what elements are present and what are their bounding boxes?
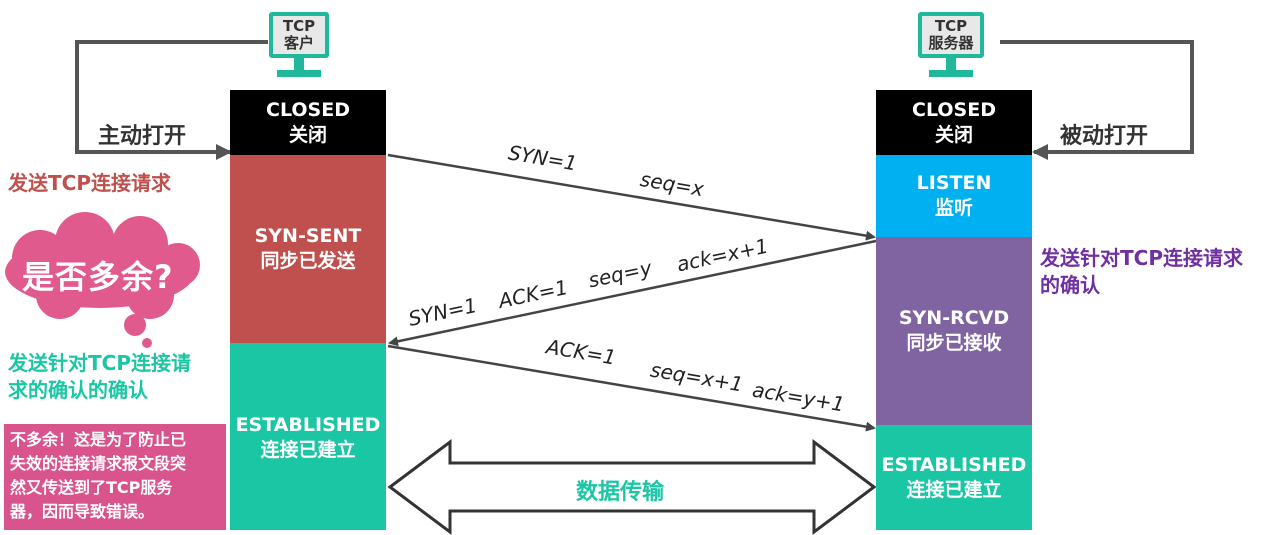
bubble-dot-large bbox=[124, 314, 146, 336]
server-state-listen: LISTEN 监听 bbox=[876, 155, 1032, 237]
question-text: 是否多余? bbox=[22, 258, 174, 296]
server-established-en: ESTABLISHED bbox=[881, 453, 1027, 476]
client-ack-note-line2: 求的确认的确认 bbox=[8, 378, 148, 402]
client-ack-note-line1: 发送针对TCP连接请 bbox=[8, 351, 191, 375]
client-open-label: 主动打开 bbox=[98, 124, 187, 149]
server-established-zh: 连接已建立 bbox=[906, 478, 1002, 501]
client-established-zh: 连接已建立 bbox=[260, 438, 356, 461]
server-device-line2: 服务器 bbox=[928, 34, 974, 52]
synack-arrow bbox=[388, 239, 877, 347]
server-listen-zh: 监听 bbox=[934, 197, 973, 219]
server-listen-en: LISTEN bbox=[916, 172, 992, 195]
server-device-line1: TCP bbox=[934, 16, 968, 35]
server-synrcvd-zh: 同步已接收 bbox=[906, 332, 1002, 354]
client-state-syn-sent: SYN-SENT 同步已发送 bbox=[230, 155, 386, 343]
server-synrcvd-en: SYN-RCVD bbox=[898, 307, 1010, 330]
client-closed-en: CLOSED bbox=[266, 98, 350, 121]
server-closed-zh: 关闭 bbox=[934, 123, 973, 146]
client-request-note: 发送TCP连接请求 bbox=[8, 171, 171, 195]
data-transfer-arrow bbox=[387, 439, 877, 535]
server-ack-note-line2: 的确认 bbox=[1040, 273, 1100, 297]
syn-arrow bbox=[387, 153, 876, 241]
server-ack-note: 发送针对TCP连接请求 的确认 bbox=[1040, 245, 1243, 299]
client-state-closed: CLOSED 关闭 bbox=[230, 90, 386, 155]
answer-box: 不多余！这是为了防止已 失效的连接请求报文段突 然又传送到了TCP服务 器，因而… bbox=[4, 424, 226, 530]
data-transfer-label: 数据传输 bbox=[576, 480, 665, 505]
bubble-dot-small bbox=[142, 338, 152, 348]
server-state-closed: CLOSED 关闭 bbox=[876, 90, 1032, 155]
answer-line-1: 不多余！这是为了防止已 bbox=[10, 430, 187, 449]
client-established-en: ESTABLISHED bbox=[235, 414, 381, 436]
client-closed-zh: 关闭 bbox=[288, 123, 327, 146]
client-ack-note: 发送针对TCP连接请 求的确认的确认 bbox=[8, 350, 191, 404]
client-device-line2: 客户 bbox=[283, 34, 314, 52]
server-state-established: ESTABLISHED 连接已建立 bbox=[876, 425, 1032, 530]
answer-line-4: 器，因而导致错误。 bbox=[10, 502, 155, 521]
answer-line-3: 然又传送到了TCP服务 bbox=[10, 478, 173, 497]
server-open-label: 被动打开 bbox=[1060, 124, 1149, 149]
client-open-arrow bbox=[75, 40, 268, 160]
client-synsent-en: SYN-SENT bbox=[254, 225, 362, 248]
answer-line-2: 失效的连接请求报文段突 bbox=[10, 454, 187, 473]
server-closed-en: CLOSED bbox=[912, 98, 996, 121]
ack-arrow bbox=[387, 344, 876, 432]
server-state-syn-rcvd: SYN-RCVD 同步已接收 bbox=[876, 237, 1032, 425]
client-device-line1: TCP bbox=[282, 16, 316, 35]
server-ack-note-line1: 发送针对TCP连接请求 bbox=[1040, 246, 1243, 270]
server-open-arrow bbox=[1000, 40, 1194, 160]
question-cloud bbox=[5, 212, 200, 319]
client-synsent-zh: 同步已发送 bbox=[260, 250, 356, 272]
client-state-established: ESTABLISHED 连接已建立 bbox=[230, 343, 386, 530]
